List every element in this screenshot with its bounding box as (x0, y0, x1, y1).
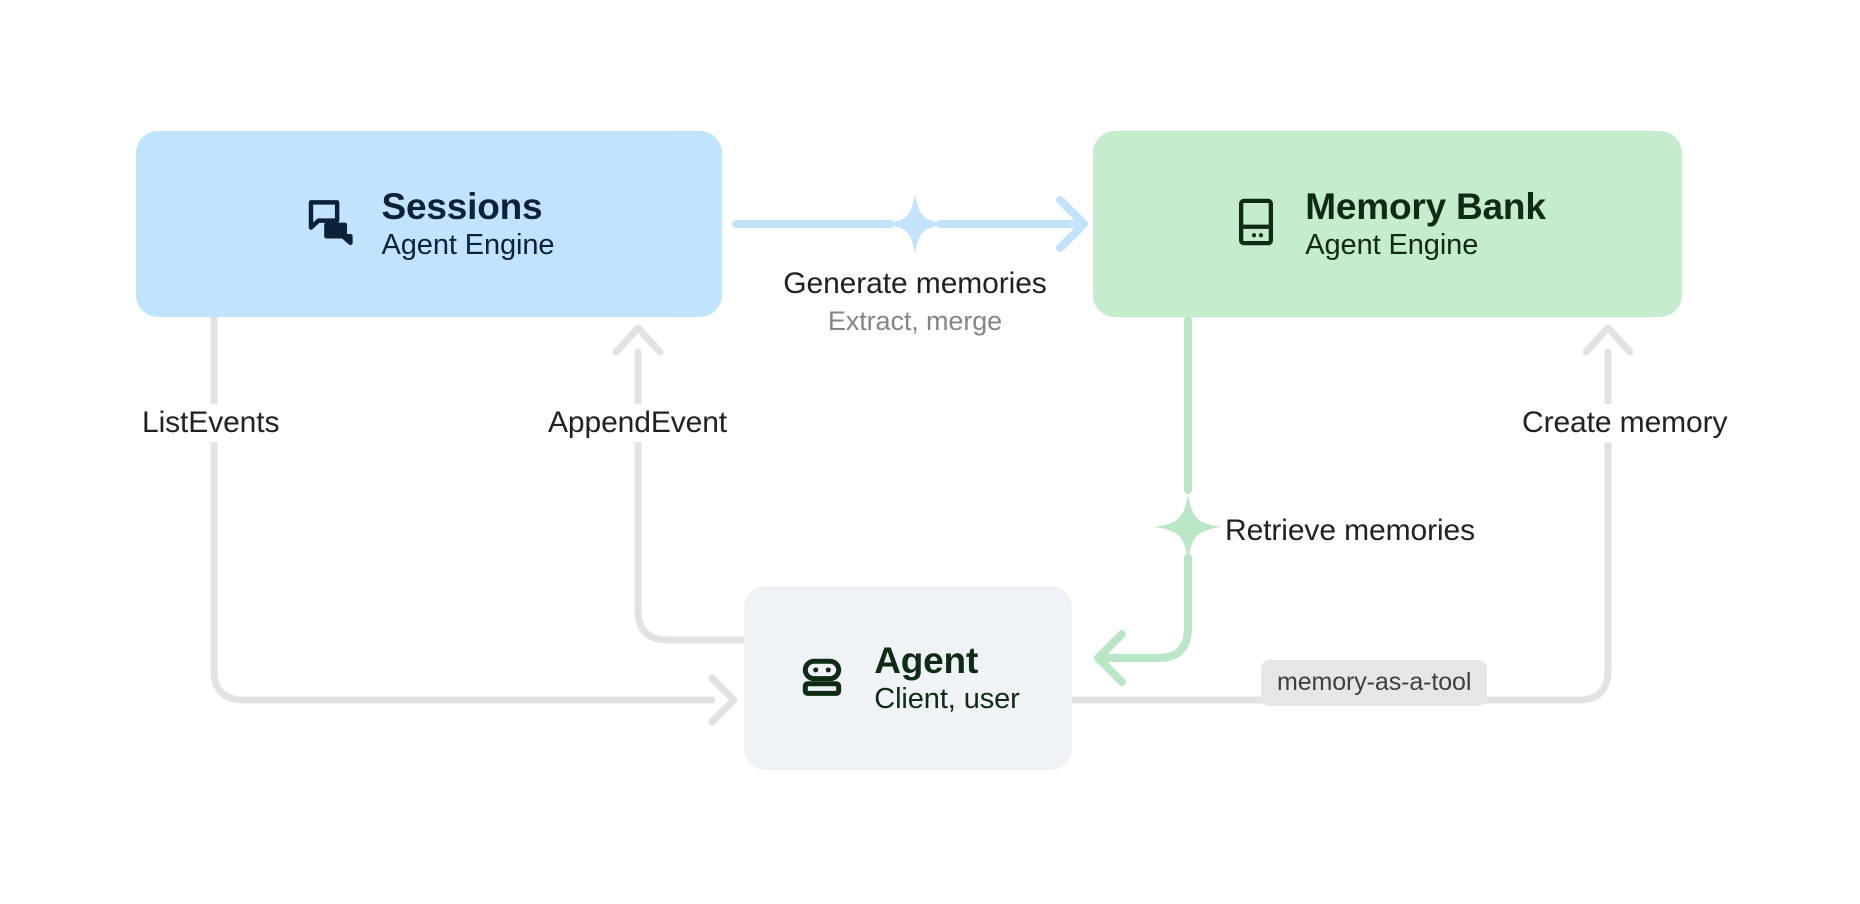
edge-create-memory (1068, 324, 1634, 704)
edge-append-event (612, 324, 748, 644)
node-sessions-subtitle: Agent Engine (381, 228, 555, 261)
edge-label-create-memory: Create memory (1512, 404, 1738, 442)
node-sessions-title: Sessions (381, 185, 543, 227)
edge-append-event-arrowhead (612, 324, 664, 356)
edge-generate-memories (732, 194, 1088, 254)
edge-label-append-event: AppendEvent (538, 404, 738, 442)
edge-retrieve-memories-arrowhead (1094, 630, 1126, 686)
edge-append-event-path (634, 348, 748, 644)
edge-create-memory-arrowhead (1582, 324, 1634, 356)
edge-create-memory-path (1068, 348, 1612, 704)
edge-list-events-arrowhead (708, 674, 738, 726)
edge-label-generate-memories: Generate memories (770, 265, 1060, 303)
database-storage-icon (1229, 195, 1283, 254)
edge-label-retrieve-memories: Retrieve memories (1225, 514, 1476, 547)
node-agent-title: Agent (874, 639, 979, 681)
edge-sublabel-generate-memories: Extract, merge (827, 306, 1003, 336)
edge-retrieve-memories-path-lower (1096, 554, 1192, 662)
node-agent[interactable]: Agent Client, user (744, 586, 1072, 770)
robot-icon (796, 650, 848, 707)
node-sessions[interactable]: Sessions Agent Engine (136, 131, 722, 317)
edge-list-events (210, 313, 738, 726)
edge-generate-memories-arrowhead (1056, 196, 1088, 252)
node-memory-bank[interactable]: Memory Bank Agent Engine (1093, 131, 1682, 317)
sparkle-icon-retrieve (1155, 494, 1221, 560)
node-memory-bank-title: Memory Bank (1305, 185, 1546, 227)
node-agent-subtitle: Client, user (874, 682, 1020, 715)
chip-memory-as-a-tool: memory-as-a-tool (1261, 660, 1488, 706)
edge-retrieve-memories (1094, 316, 1221, 686)
node-memory-bank-subtitle: Agent Engine (1305, 228, 1479, 261)
edge-list-events-path (210, 313, 716, 704)
sparkle-icon-generate (885, 194, 945, 254)
forum-icon (304, 194, 360, 255)
edge-label-list-events: ListEvents (132, 404, 290, 442)
